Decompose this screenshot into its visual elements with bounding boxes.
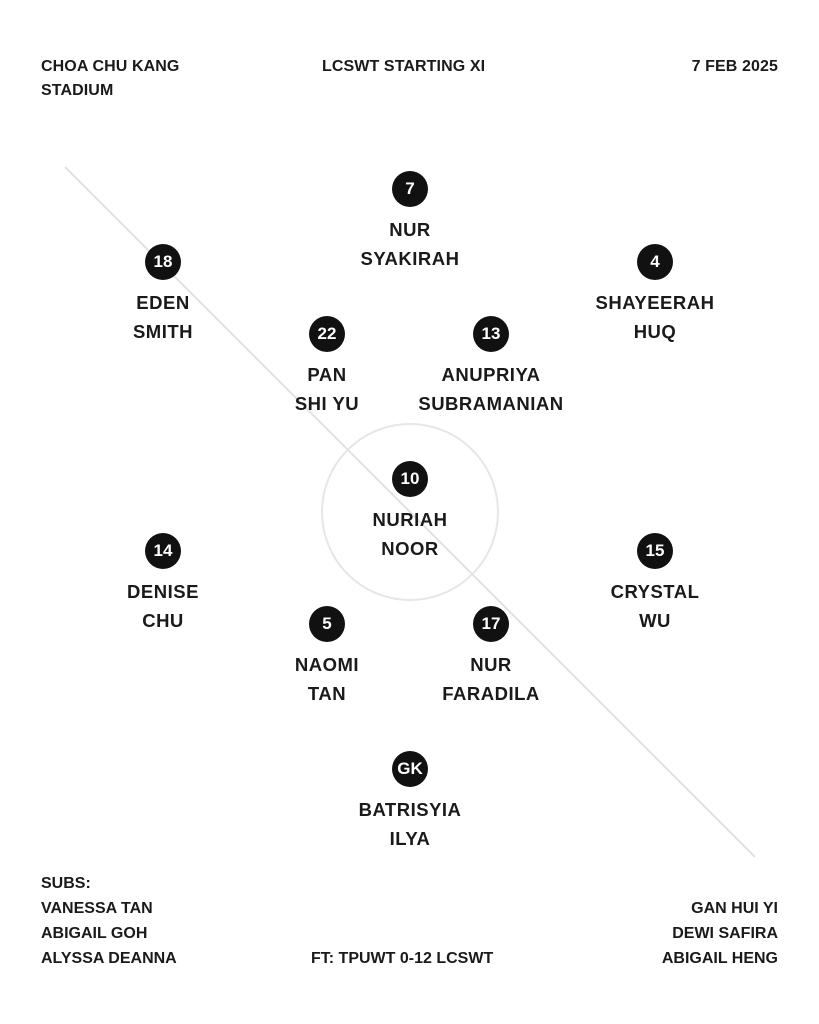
match-date: 7 FEB 2025 [691, 58, 778, 75]
venue-line-2: STADIUM [41, 82, 114, 99]
subs-right: GAN HUI YI DEWI SAFIRA ABIGAIL HENG [662, 896, 778, 971]
player-number-badge: GK [392, 751, 428, 787]
venue: CHOA CHU KANG STADIUM [41, 55, 179, 103]
player-number-badge: 17 [473, 606, 509, 642]
sub-player: ALYSSA DEANNA [41, 950, 177, 967]
match-result: FT: TPUWT 0-12 LCSWT [311, 950, 494, 967]
player-number-badge: 18 [145, 244, 181, 280]
player-number-badge: 7 [392, 171, 428, 207]
player-number-badge: 5 [309, 606, 345, 642]
sub-player: VANESSA TAN [41, 900, 153, 917]
player-number-badge: 4 [637, 244, 673, 280]
center-circle [321, 423, 499, 601]
player-number-badge: 10 [392, 461, 428, 497]
sub-player: GAN HUI YI [691, 900, 778, 917]
subs-label: SUBS: [41, 875, 91, 892]
player-number-badge: 15 [637, 533, 673, 569]
page-title: LCSWT STARTING XI [322, 58, 486, 75]
subs-left: SUBS: VANESSA TAN ABIGAIL GOH ALYSSA DEA… [41, 871, 177, 971]
player-number-badge: 14 [145, 533, 181, 569]
sub-player: ABIGAIL GOH [41, 925, 148, 942]
diagonal-line [64, 166, 756, 858]
player-number-badge: 22 [309, 316, 345, 352]
sub-player: ABIGAIL HENG [661, 950, 778, 967]
sub-player: DEWI SAFIRA [672, 925, 778, 942]
venue-line-1: CHOA CHU KANG [41, 58, 180, 75]
player-number-badge: 13 [473, 316, 509, 352]
